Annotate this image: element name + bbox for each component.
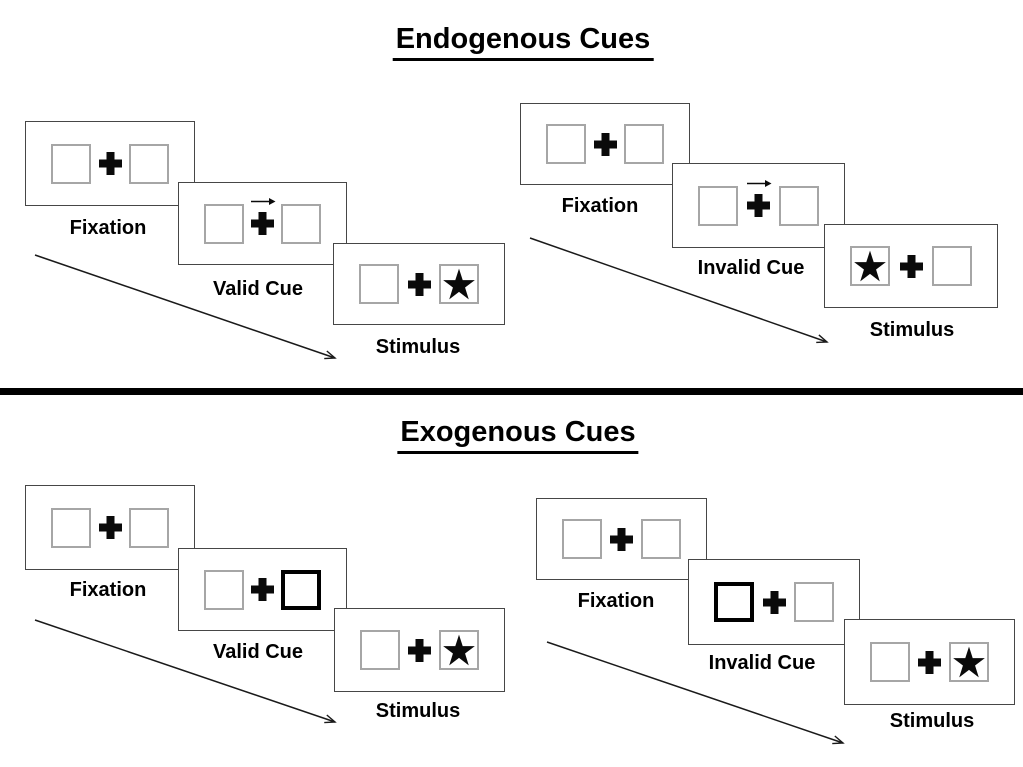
stimulus-card [824, 224, 998, 308]
plus-icon [251, 578, 274, 601]
right-box [949, 642, 989, 682]
card-label: Stimulus [869, 319, 955, 341]
left-box [870, 642, 910, 682]
fixation-cross [593, 132, 617, 156]
fixation-card [520, 103, 690, 185]
stimulus-card [334, 608, 505, 692]
timeline-arrow-icon [546, 641, 845, 745]
plus-icon [98, 152, 122, 175]
fixation-cross [407, 272, 431, 296]
left-box [360, 630, 400, 670]
card-label: Stimulus [889, 710, 975, 732]
valid-cue-card [178, 182, 347, 265]
plus-icon [747, 194, 770, 217]
card-label: Invalid Cue [697, 257, 805, 279]
star-icon [443, 634, 475, 666]
right-box [439, 264, 479, 304]
fixation-cross [98, 152, 122, 175]
invalid-cue-card [672, 163, 845, 248]
left-box [359, 264, 399, 304]
star-icon [443, 268, 475, 300]
fixation-card [536, 498, 707, 580]
left-box [204, 203, 244, 244]
left-box [850, 246, 890, 286]
plus-icon [918, 650, 941, 674]
left-box [698, 185, 738, 226]
card-label: Stimulus [375, 700, 461, 722]
card-label: Valid Cue [212, 641, 304, 663]
plus-icon [762, 590, 786, 614]
fixation-cross [251, 578, 274, 601]
left-box [51, 143, 91, 184]
fixation-cross [250, 198, 275, 235]
fixation-card [25, 121, 195, 206]
card-label: Valid Cue [212, 278, 304, 300]
plus-icon [251, 212, 274, 235]
timeline-arrow-icon [34, 254, 337, 360]
right-box [129, 143, 169, 184]
left-box [546, 124, 586, 164]
card-label: Fixation [561, 195, 639, 217]
fixation-card [25, 485, 195, 570]
plus-icon [593, 132, 617, 156]
cue-arrow-right-icon [250, 198, 275, 205]
right-box [932, 246, 972, 286]
left-box [562, 519, 602, 559]
right-box [624, 124, 664, 164]
exogenous-section-title: Exogenous Cues [397, 416, 639, 454]
fixation-cross [610, 527, 633, 551]
right-box [779, 185, 819, 226]
cue-arrow-right-icon [746, 180, 771, 187]
card-label: Invalid Cue [708, 652, 816, 674]
right-box [439, 630, 479, 670]
invalid-cue-card [688, 559, 860, 645]
fixation-cross [899, 254, 923, 278]
card-label: Fixation [69, 579, 147, 601]
plus-icon [899, 254, 923, 278]
left-box [714, 582, 754, 622]
card-label: Fixation [577, 590, 655, 612]
left-box [51, 507, 91, 548]
plus-icon [610, 527, 633, 551]
plus-icon [98, 516, 122, 539]
right-box [129, 507, 169, 548]
valid-cue-card [178, 548, 347, 631]
plus-icon [407, 272, 431, 296]
card-label: Stimulus [375, 336, 461, 358]
endogenous-section-title: Endogenous Cues [392, 23, 654, 61]
star-icon [953, 646, 985, 678]
section-divider [0, 388, 1023, 395]
card-label: Fixation [69, 217, 147, 239]
fixation-cross [918, 650, 941, 674]
right-box [794, 582, 834, 622]
right-box [281, 569, 321, 610]
star-icon [854, 250, 886, 282]
fixation-cross [746, 180, 771, 217]
fixation-cross [408, 638, 431, 662]
left-box [204, 569, 244, 610]
plus-icon [408, 638, 431, 662]
stimulus-card [844, 619, 1015, 705]
timeline-arrow-icon [529, 237, 829, 344]
right-box [641, 519, 681, 559]
stimulus-card [333, 243, 505, 325]
right-box [281, 203, 321, 244]
fixation-cross [762, 590, 786, 614]
timeline-arrow-icon [34, 619, 337, 724]
fixation-cross [98, 516, 122, 539]
